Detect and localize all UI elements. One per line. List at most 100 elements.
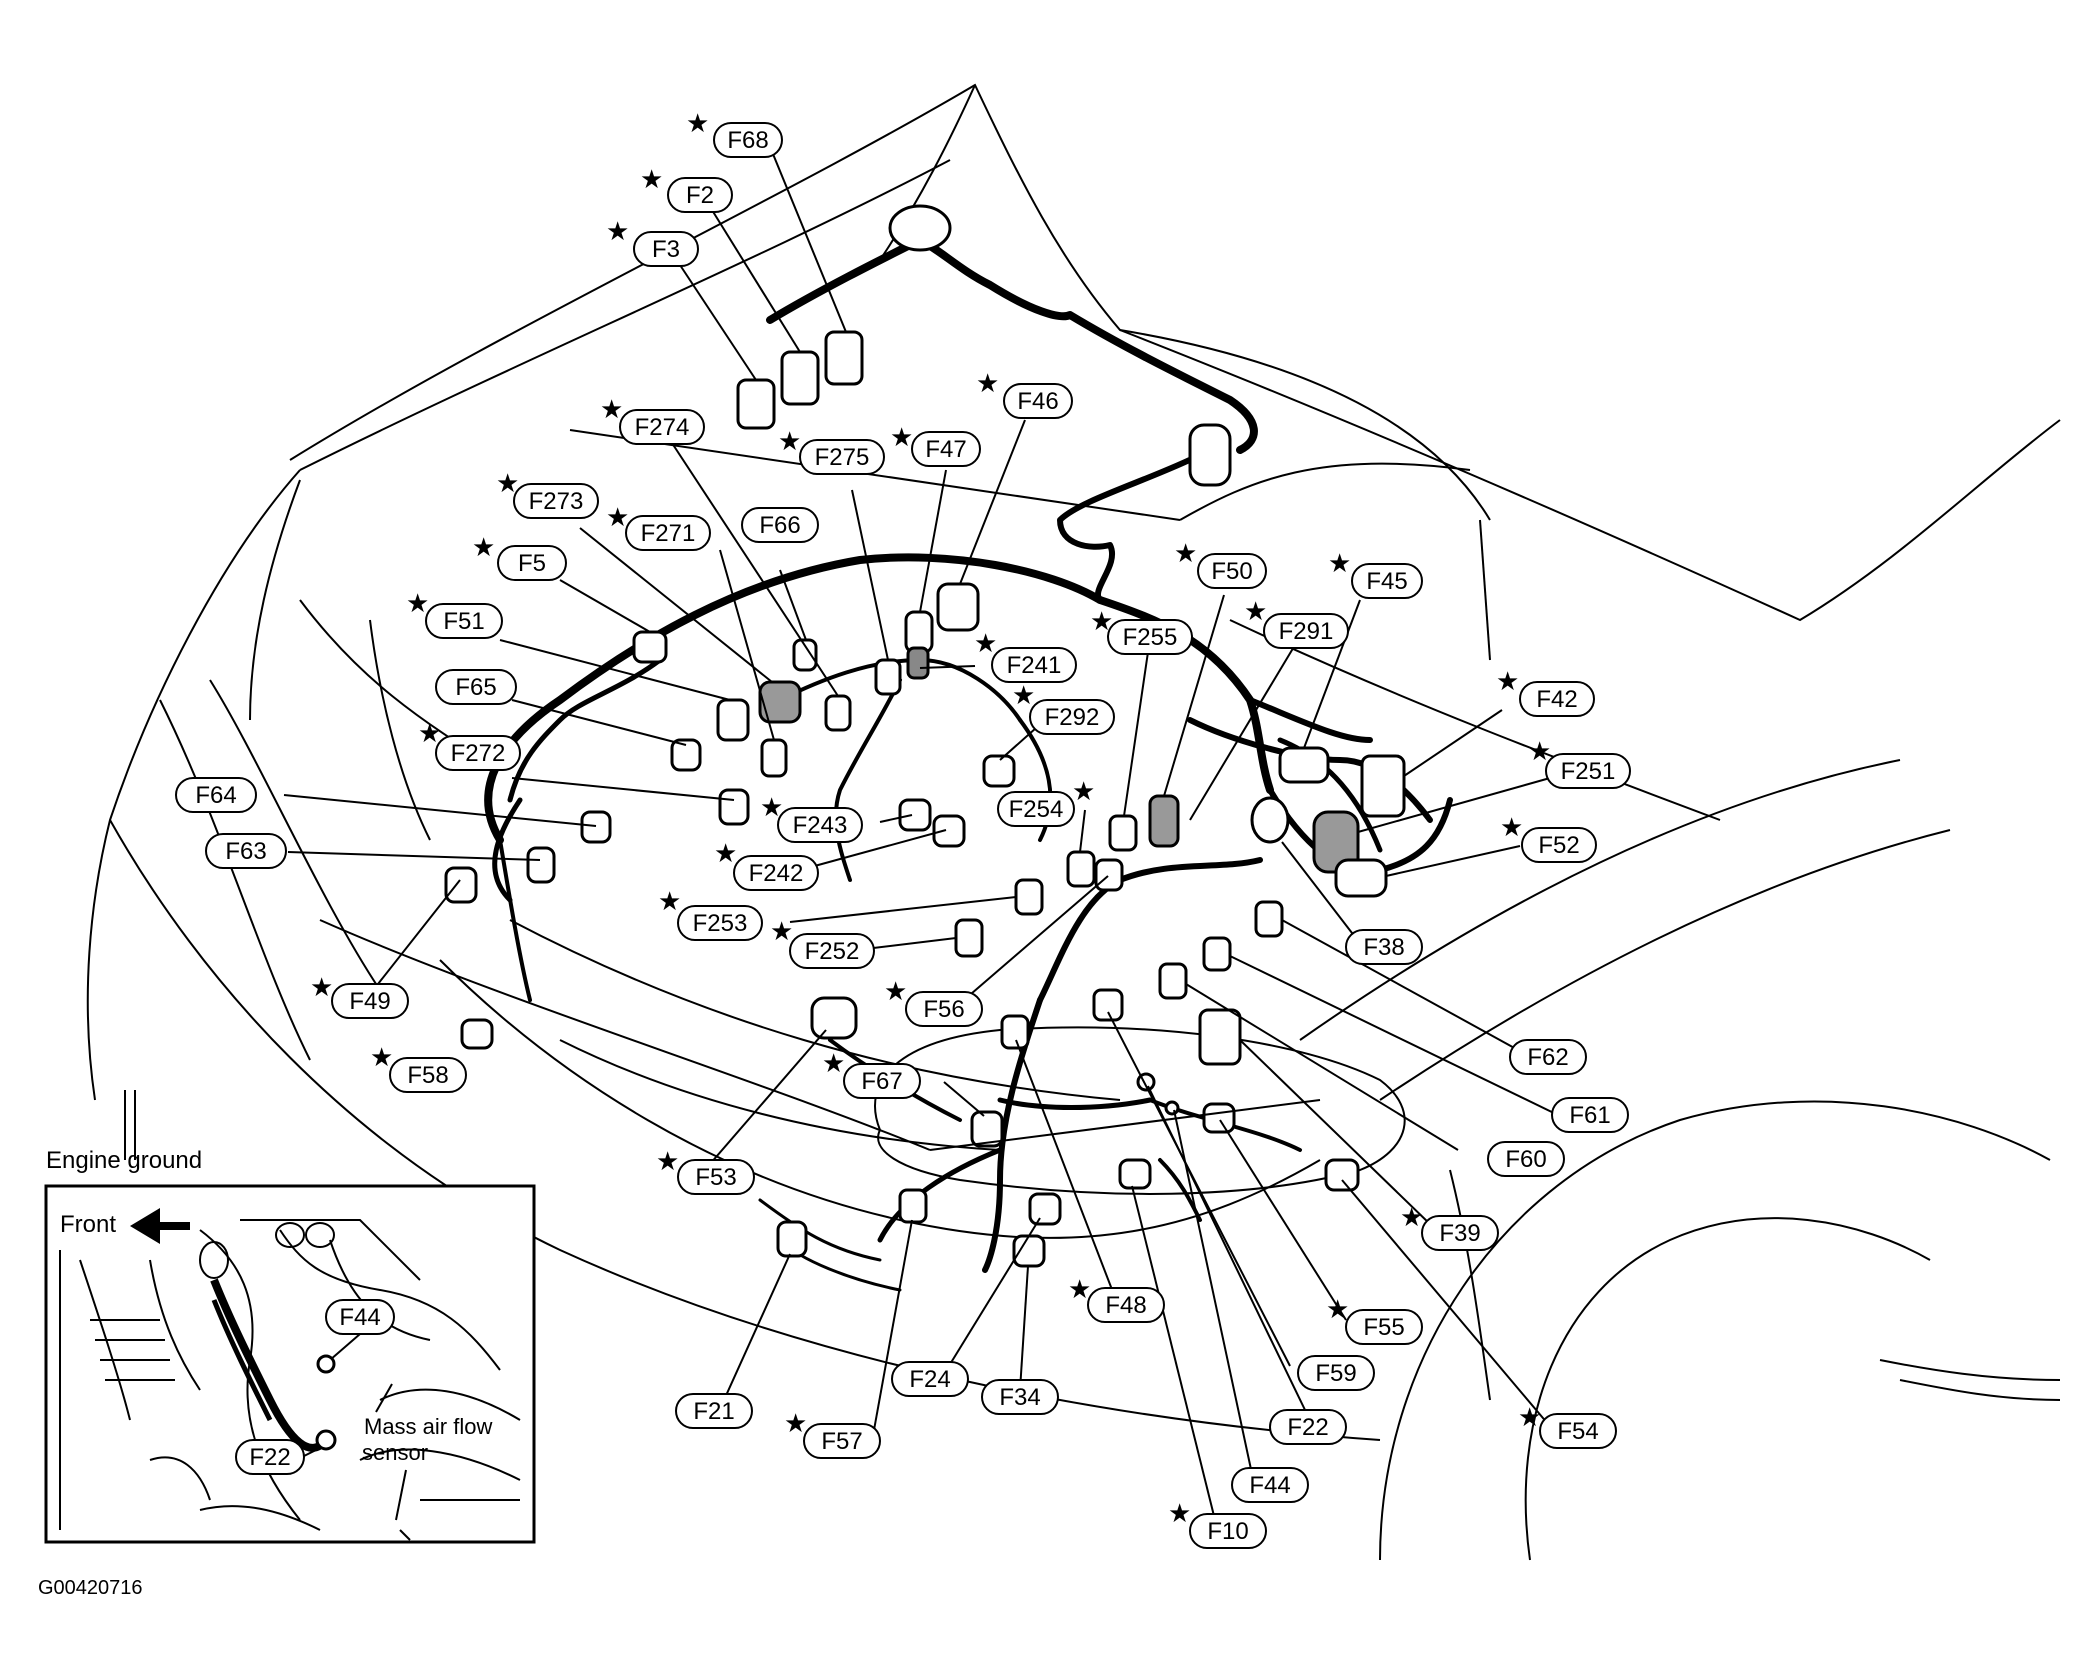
callout-F242: ★F242 xyxy=(714,838,819,891)
label-F58: F58 xyxy=(407,1062,448,1089)
label-F50: F50 xyxy=(1211,558,1252,585)
connector-F241 xyxy=(906,646,930,680)
callout-F5: ★F5 xyxy=(472,532,567,581)
label-F59: F59 xyxy=(1315,1360,1356,1387)
connector-F48 xyxy=(1000,1014,1030,1050)
connector-F68 xyxy=(824,330,864,386)
connector-F61 xyxy=(1202,936,1232,972)
svg-text:★: ★ xyxy=(1528,736,1551,766)
label-F253: F253 xyxy=(693,910,748,937)
svg-text:★: ★ xyxy=(658,886,681,916)
label-F56: F56 xyxy=(923,996,964,1023)
svg-text:★: ★ xyxy=(1068,1274,1091,1304)
callout-F42: ★F42 xyxy=(1496,666,1595,717)
callout-F47: ★F47 xyxy=(890,422,981,467)
callout-F63: F63 xyxy=(205,833,287,869)
connector-F65 xyxy=(670,738,702,772)
connector-F42 xyxy=(1360,754,1406,818)
callout-F55: ★F55 xyxy=(1326,1294,1423,1345)
svg-text:★: ★ xyxy=(976,368,999,398)
label-F54: F54 xyxy=(1557,1418,1598,1445)
svg-text:★: ★ xyxy=(1400,1202,1423,1232)
callout-F291: ★F291 xyxy=(1244,596,1349,649)
svg-text:★: ★ xyxy=(1090,606,1113,636)
inset-engine-ground: Engine ground Front F44 xyxy=(44,1147,536,1544)
firewall-grommet xyxy=(888,204,952,252)
label-F273: F273 xyxy=(529,488,584,515)
svg-text:★: ★ xyxy=(884,976,907,1006)
label-F272: F272 xyxy=(451,740,506,767)
svg-text:★: ★ xyxy=(1012,680,1035,710)
figure-code: G00420716 xyxy=(38,1577,143,1599)
label-F255: F255 xyxy=(1123,624,1178,651)
svg-text:★: ★ xyxy=(1326,1294,1349,1324)
label-F241: F241 xyxy=(1007,652,1062,679)
callout-F58: ★F58 xyxy=(370,1042,467,1093)
label-F292: F292 xyxy=(1045,704,1100,731)
connector-F51 xyxy=(716,698,750,742)
label-F51: F51 xyxy=(443,608,484,635)
connector-F64 xyxy=(580,810,612,844)
label-F3: F3 xyxy=(652,236,680,263)
inset-label-F44: F44 xyxy=(339,1304,380,1331)
svg-text:★: ★ xyxy=(406,588,429,618)
label-F68: F68 xyxy=(727,127,768,154)
callout-F61: F61 xyxy=(1551,1097,1629,1133)
callout-F56: ★ F56 xyxy=(884,976,983,1027)
callout-F65: F65 xyxy=(435,669,517,705)
svg-text:★: ★ xyxy=(1168,1498,1191,1528)
connector-F254 xyxy=(1066,850,1096,888)
connector-F275 xyxy=(874,658,902,696)
label-F39: F39 xyxy=(1439,1220,1480,1247)
inset-ground-bolt-F44 xyxy=(316,1354,336,1374)
sensor-leader-line xyxy=(375,1383,393,1413)
svg-text:★: ★ xyxy=(640,164,663,194)
label-F254: F254 xyxy=(1009,796,1064,823)
callout-F39: ★ F39 xyxy=(1400,1202,1499,1251)
inset-leader-F44 xyxy=(329,1333,361,1361)
callout-F44: F44 xyxy=(1231,1467,1309,1503)
label-F243: F243 xyxy=(793,812,848,839)
connector-F21 xyxy=(776,1220,808,1258)
callout-F60: F60 xyxy=(1487,1141,1565,1177)
label-F10: F10 xyxy=(1207,1518,1248,1545)
connector-F50 xyxy=(1148,794,1180,848)
callout-F251: ★F251 xyxy=(1528,736,1631,789)
label-F46: F46 xyxy=(1017,388,1058,415)
label-F61: F61 xyxy=(1569,1102,1610,1129)
connector-F272 xyxy=(718,788,750,826)
front-label: Front xyxy=(60,1211,116,1238)
callout-F66: F66 xyxy=(741,507,819,543)
callout-F50: ★F50 xyxy=(1174,538,1267,589)
inset-callout-F22-pill xyxy=(235,1439,305,1475)
inset-title: Engine ground xyxy=(46,1147,202,1174)
callout-F254: F254★ xyxy=(997,776,1095,827)
label-F60: F60 xyxy=(1505,1146,1546,1173)
callout-F68: ★F68 xyxy=(686,108,783,158)
svg-text:★: ★ xyxy=(778,426,801,456)
leader-lines xyxy=(283,153,1561,1525)
label-F52: F52 xyxy=(1538,832,1579,859)
connector-F54 xyxy=(1324,1158,1360,1192)
callout-F10: ★ F10 xyxy=(1168,1498,1267,1549)
connector-F5 xyxy=(632,630,668,664)
svg-text:★: ★ xyxy=(656,1146,679,1176)
callout-F62: F62 xyxy=(1509,1039,1587,1075)
connector-F274 xyxy=(824,694,852,732)
label-F24: F24 xyxy=(909,1366,950,1393)
inset-label-F22: F22 xyxy=(249,1444,290,1471)
callout-F2: ★F2 xyxy=(640,164,733,213)
connector-F3 xyxy=(736,378,776,430)
connector-F63 xyxy=(526,846,556,884)
inset-harness-secondary xyxy=(211,1299,273,1422)
callout-F24: F24 xyxy=(891,1361,969,1397)
label-F57: F57 xyxy=(821,1428,862,1455)
svg-text:★: ★ xyxy=(784,1408,807,1438)
connector-F53 xyxy=(810,996,858,1040)
connector-F242 xyxy=(932,814,966,848)
svg-text:★: ★ xyxy=(1518,1402,1541,1432)
label-F242: F242 xyxy=(749,860,804,887)
svg-text:★: ★ xyxy=(418,718,441,748)
callouts: ★F68 ★F2 ★F3 ★F46 ★F274 ★F47 ★F275 ★F273… xyxy=(175,108,1631,1549)
label-F291: F291 xyxy=(1279,618,1334,645)
